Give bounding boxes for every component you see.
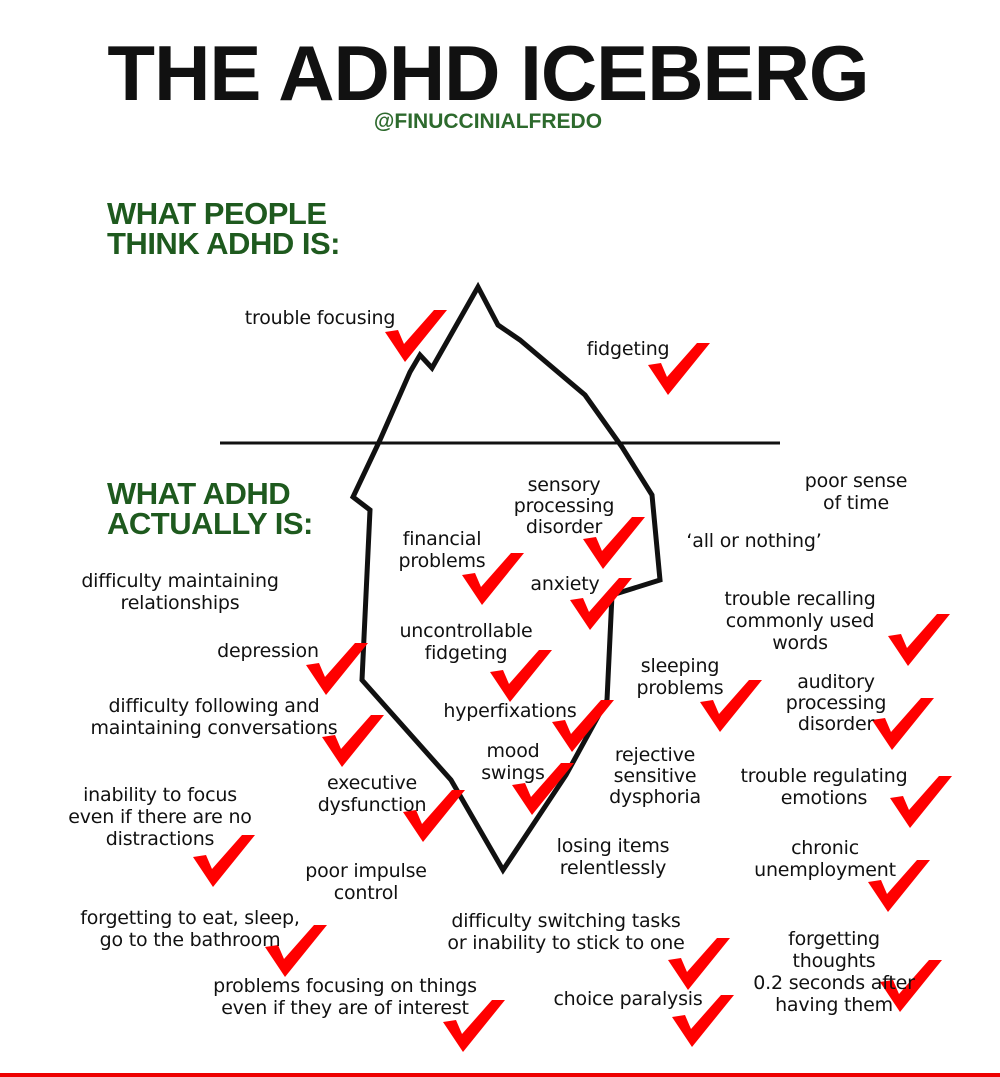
checkmark-icon — [265, 925, 327, 977]
label-chronic-unemployment: chronic unemployment — [754, 837, 896, 881]
checkmark-icon — [306, 643, 368, 695]
checkmark-icon — [552, 700, 614, 752]
label-rejective-sensitive-dysphoria: rejective sensitive dysphoria — [609, 744, 701, 808]
label-poor-impulse-control: poor impulse control — [305, 860, 427, 904]
label-auditory-processing: auditory processing disorder — [785, 671, 887, 735]
checkmark-icon — [583, 517, 645, 569]
checkmark-icon — [403, 790, 465, 842]
checkmark-icon — [648, 343, 710, 395]
checkmark-icon — [668, 938, 730, 990]
label-inability-to-focus: inability to focus even if there are no … — [68, 784, 252, 850]
label-sensory-processing: sensory processing disorder — [513, 474, 615, 538]
checkmark-icon — [443, 1000, 505, 1052]
checkmark-icon — [888, 614, 950, 666]
checkmark-icon — [193, 835, 255, 887]
label-difficulty-following-conversations: difficulty following and maintaining con… — [90, 695, 338, 739]
label-all-or-nothing: ‘all or nothing’ — [686, 530, 822, 552]
label-mood-swings: mood swings — [481, 740, 545, 784]
heading-what-adhd-is: WHAT ADHD ACTUALLY IS: — [107, 476, 313, 541]
iceberg-outline — [349, 281, 663, 875]
label-depression: depression — [217, 640, 319, 662]
label-uncontrollable-fidgeting: uncontrollable fidgeting — [399, 620, 533, 664]
title: THE ADHD ICEBERG — [107, 29, 869, 117]
checkmark-icon — [890, 776, 952, 828]
checkmark-icon — [490, 650, 552, 702]
label-choice-paralysis: choice paralysis — [553, 988, 703, 1010]
checkmark-icon — [868, 860, 930, 912]
label-sleeping-problems: sleeping problems — [636, 655, 724, 699]
label-losing-items: losing items relentlessly — [556, 835, 670, 879]
label-financial-problems: financial problems — [398, 528, 486, 572]
bottom-border — [0, 1073, 1000, 1077]
checkmark-icon — [700, 680, 762, 732]
label-trouble-focusing: trouble focusing — [244, 307, 396, 329]
label-hyperfixations: hyperfixations — [443, 700, 577, 722]
checkmark-icon — [385, 310, 447, 362]
checkmark-icon — [322, 715, 384, 767]
label-forgetting-to-eat: forgetting to eat, sleep, go to the bath… — [80, 907, 300, 951]
label-fidgeting: fidgeting — [586, 338, 670, 360]
label-difficulty-switching-tasks: difficulty switching tasks or inability … — [447, 910, 685, 954]
heading-what-people-think: WHAT PEOPLE THINK ADHD IS: — [107, 196, 340, 261]
checkmark-icon — [512, 763, 574, 815]
author-handle: @FINUCCINIALFREDO — [373, 110, 603, 133]
checkmark-icon — [880, 960, 942, 1012]
checkmark-icon — [570, 578, 632, 630]
label-trouble-recalling: trouble recalling commonly used words — [724, 588, 876, 654]
label-anxiety: anxiety — [530, 573, 600, 595]
checkmark-icon — [462, 553, 524, 605]
label-poor-sense-of-time: poor sense of time — [804, 470, 908, 514]
label-problems-focusing: problems focusing on things even if they… — [213, 975, 477, 1019]
checkmark-icon — [872, 698, 934, 750]
checkmarks — [193, 310, 952, 1052]
label-forgetting-thoughts: forgetting thoughts 0.2 seconds after ha… — [753, 928, 915, 1016]
label-difficulty-maintaining-relationships: difficulty maintaining relationships — [81, 570, 279, 614]
label-trouble-regulating-emotions: trouble regulating emotions — [740, 765, 908, 809]
label-executive-dysfunction: executive dysfunction — [317, 772, 427, 816]
checkmark-icon — [672, 995, 734, 1047]
